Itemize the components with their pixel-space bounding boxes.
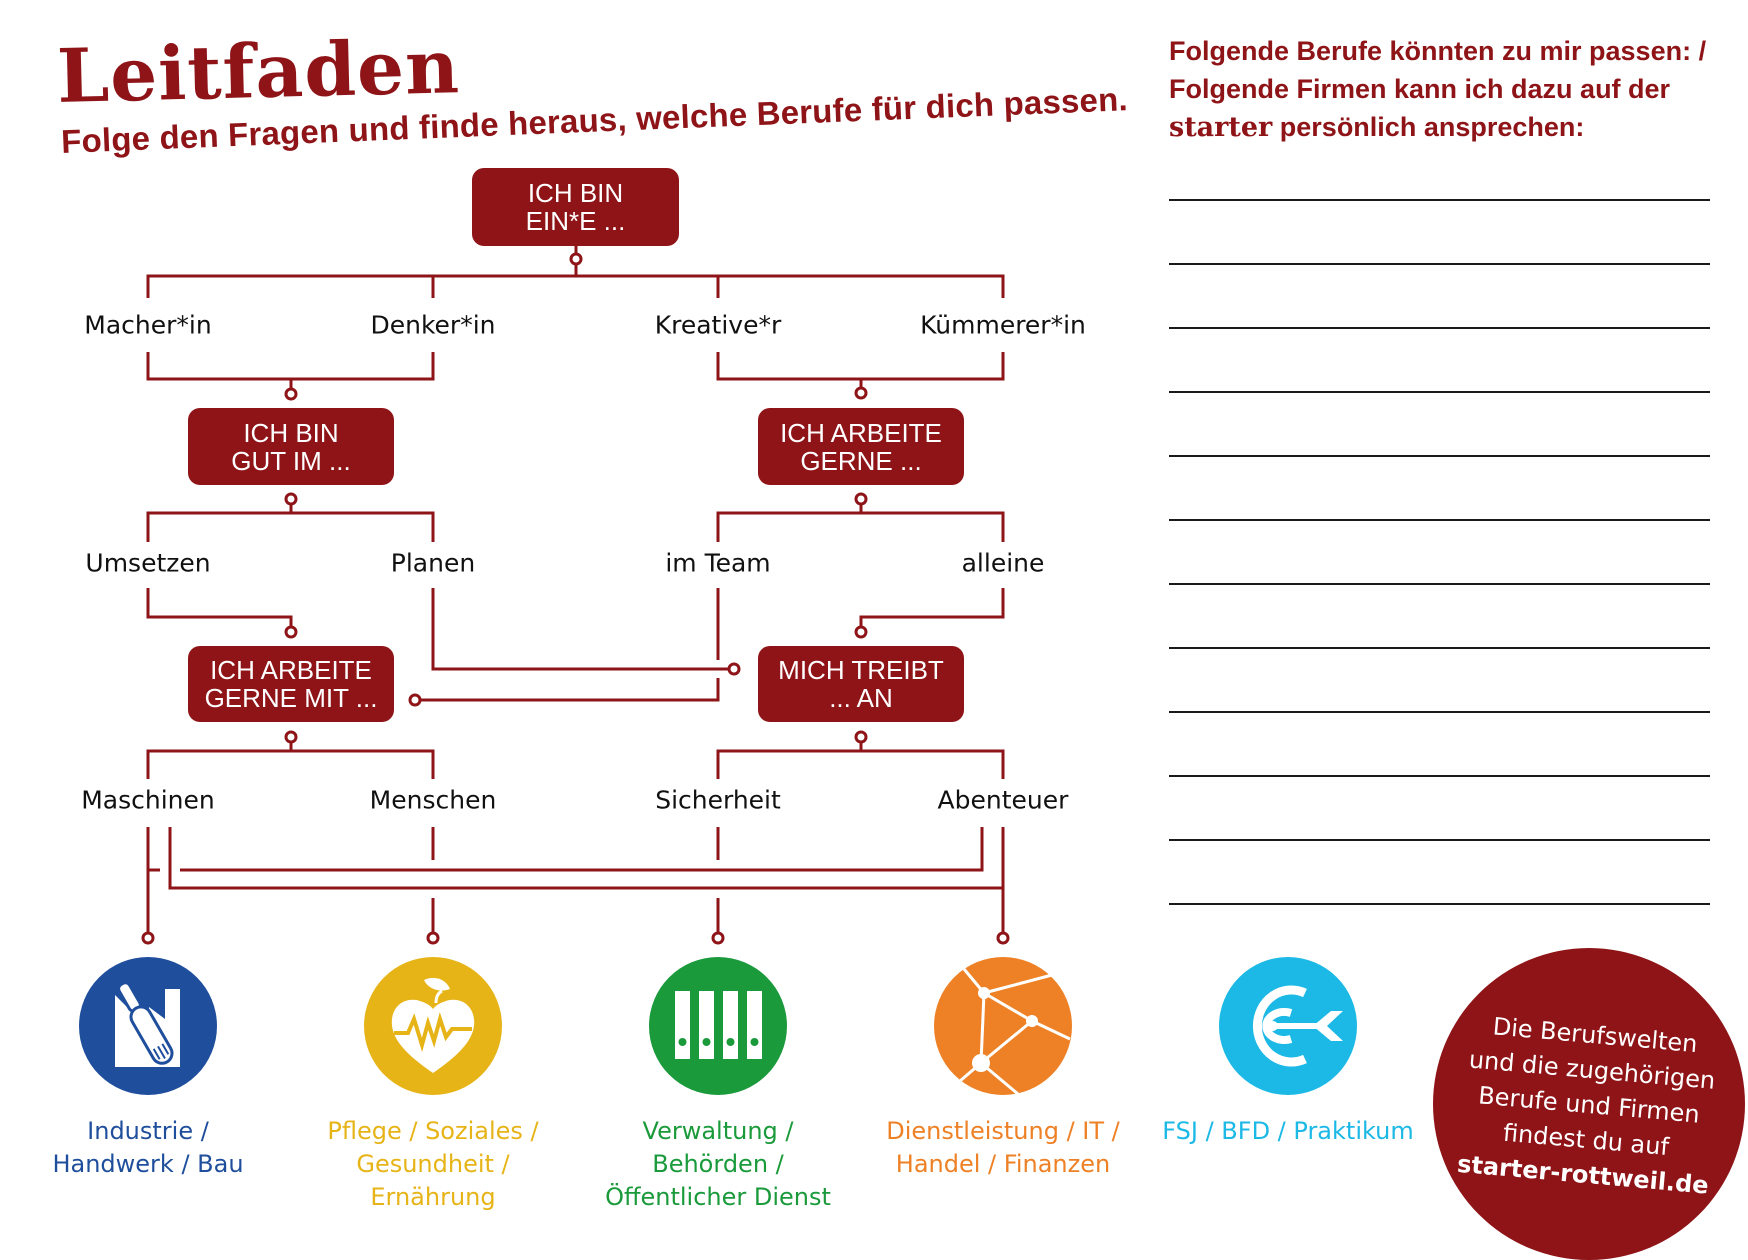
- option-kuemmerer: Kümmerer*in: [920, 310, 1086, 340]
- option-menschen: Menschen: [369, 785, 497, 815]
- category-label-line: Handel / Finanzen: [895, 1150, 1111, 1178]
- write-in-line[interactable]: [1169, 839, 1710, 841]
- write-in-line[interactable]: [1169, 903, 1710, 905]
- connector-node: [854, 625, 868, 639]
- connector: [859, 588, 1005, 627]
- option-planen: Planen: [390, 548, 476, 578]
- notes-heading: Folgende Berufe könnten zu mir passen: /…: [1169, 32, 1729, 147]
- category-label-verwaltung: Verwaltung / Behörden / Öffentlicher Die…: [605, 1115, 831, 1214]
- connector: [146, 274, 1005, 298]
- network-icon: [934, 957, 1072, 1095]
- notes-heading-line-3: starter persönlich ansprechen:: [1169, 108, 1729, 147]
- connector-node: [141, 931, 155, 945]
- connector: [146, 588, 293, 627]
- category-label-line: Behörden /: [652, 1150, 784, 1178]
- notes-heading-line-2: Folgende Firmen kann ich dazu auf der: [1169, 74, 1671, 104]
- option-alleine: alleine: [961, 548, 1045, 578]
- connector: [180, 827, 984, 872]
- category-label-line: Industrie /: [87, 1117, 209, 1145]
- write-in-line[interactable]: [1169, 199, 1710, 201]
- connector: [168, 827, 1003, 890]
- write-in-line[interactable]: [1169, 583, 1710, 585]
- question-line: GERNE MIT ...: [204, 683, 378, 713]
- option-maschinen: Maschinen: [81, 785, 215, 815]
- connector: [716, 749, 1005, 779]
- connector-node: [854, 730, 868, 744]
- connector-node: [284, 625, 298, 639]
- target-arrow-icon: [1219, 957, 1357, 1095]
- category-label-line: Gesundheit /: [356, 1150, 510, 1178]
- factory-screwdriver-icon: [79, 957, 217, 1095]
- connector: [420, 678, 720, 702]
- connector-node: [727, 662, 741, 676]
- option-im-team: im Team: [665, 548, 771, 578]
- option-macher: Macher*in: [84, 310, 212, 340]
- connector: [146, 749, 435, 779]
- option-kreative: Kreative*r: [654, 310, 782, 340]
- notes-heading-line-3-rest: persönlich ansprechen:: [1272, 112, 1585, 142]
- option-abenteuer: Abenteuer: [937, 785, 1069, 815]
- connector: [431, 588, 729, 671]
- connector-node: [284, 387, 298, 401]
- write-in-line[interactable]: [1169, 327, 1710, 329]
- option-denker: Denker*in: [370, 310, 496, 340]
- question-line: EIN*E ...: [525, 206, 626, 236]
- connector: [716, 511, 1005, 542]
- option-umsetzen: Umsetzen: [85, 548, 211, 578]
- connector-node: [569, 252, 583, 266]
- category-label-line: FSJ / BFD / Praktikum: [1162, 1117, 1414, 1145]
- category-label-line: Pflege / Soziales /: [327, 1117, 539, 1145]
- notes-heading-line-1: Folgende Berufe könnten zu mir passen: /: [1169, 36, 1707, 66]
- category-label-line: Dienstleistung / IT /: [886, 1117, 1120, 1145]
- connector-node: [408, 693, 422, 707]
- question-box-mich-treibt-an: MICH TREIBT... AN: [758, 646, 964, 722]
- promo-text: Die Berufswelten und die zugehörigen Ber…: [1426, 1005, 1748, 1207]
- category-label-dienstleistung: Dienstleistung / IT / Handel / Finanzen: [886, 1115, 1120, 1181]
- promo-badge: Die Berufswelten und die zugehörigen Ber…: [1433, 948, 1745, 1260]
- question-line: MICH TREIBT: [778, 655, 944, 685]
- category-label-line: Ernährung: [370, 1183, 496, 1211]
- write-in-line[interactable]: [1169, 391, 1710, 393]
- option-sicherheit: Sicherheit: [655, 785, 781, 815]
- write-in-line[interactable]: [1169, 263, 1710, 265]
- category-label-line: Verwaltung /: [642, 1117, 794, 1145]
- question-line: GUT IM ...: [231, 445, 351, 476]
- category-label-fsj: FSJ / BFD / Praktikum: [1162, 1115, 1413, 1148]
- connector: [146, 511, 435, 542]
- category-label-industrie: Industrie / Handwerk / Bau: [52, 1115, 243, 1181]
- apple-heartbeat-icon: [364, 957, 502, 1095]
- category-label-pflege: Pflege / Soziales / Gesundheit / Ernähru…: [327, 1115, 538, 1214]
- category-label-line: Handwerk / Bau: [52, 1150, 244, 1178]
- write-in-line[interactable]: [1169, 711, 1710, 713]
- connector: [716, 352, 1005, 381]
- question-line: ICH ARBEITE: [210, 655, 372, 685]
- starter-brand-word: starter: [1169, 112, 1273, 143]
- question-line: ICH BIN: [243, 417, 339, 448]
- connector: [146, 352, 435, 381]
- category-label-line: Öffentlicher Dienst: [605, 1183, 831, 1211]
- connector-node: [996, 931, 1010, 945]
- connector-node: [426, 931, 440, 945]
- connector-node: [284, 730, 298, 744]
- write-in-line[interactable]: [1169, 455, 1710, 457]
- write-in-line[interactable]: [1169, 519, 1710, 521]
- question-line: ICH ARBEITE: [780, 417, 942, 448]
- connector-node: [854, 386, 868, 400]
- question-line: ICH BIN: [527, 178, 624, 208]
- connector-node: [711, 931, 725, 945]
- write-in-line[interactable]: [1169, 647, 1710, 649]
- connector-node: [284, 492, 298, 506]
- connector-node: [854, 492, 868, 506]
- write-in-line[interactable]: [1169, 775, 1710, 777]
- question-line: ... AN: [829, 683, 893, 713]
- binders-icon: [649, 957, 787, 1095]
- question-line: GERNE ...: [800, 445, 922, 476]
